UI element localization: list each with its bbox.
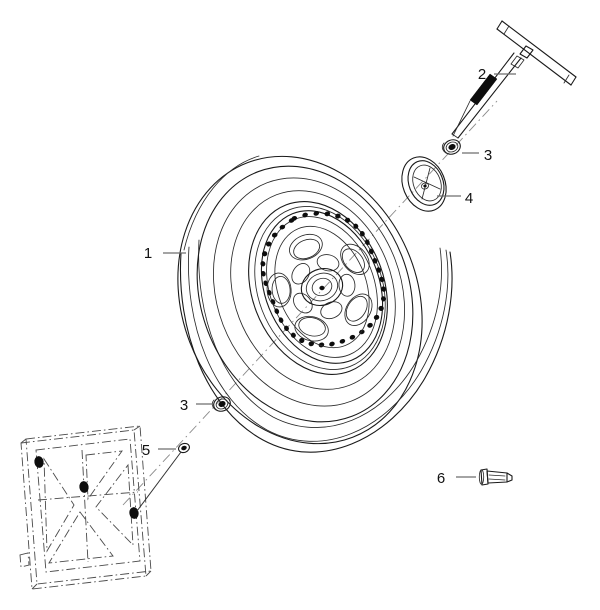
callout-label-2: 2 xyxy=(478,66,486,83)
rim-vent-holes xyxy=(260,211,387,348)
callout-label-5: 5 xyxy=(142,442,150,459)
callout-label-1: 1 xyxy=(144,245,152,262)
wrench-knurled-grip xyxy=(469,73,498,106)
wheel-retainer-cone xyxy=(401,156,447,212)
rim-spoke-pockets xyxy=(266,233,373,342)
callout-label-6: 6 xyxy=(437,470,445,487)
t-handle-wrench xyxy=(451,20,577,139)
callout-label-4: 4 xyxy=(465,190,473,207)
tire-body xyxy=(177,155,453,453)
callout-label-3-upper: 3 xyxy=(484,147,492,164)
callout-number-labels: 1 2 3 4 3 5 6 xyxy=(142,66,492,487)
wheel-carrier-bracket xyxy=(19,425,152,590)
washer-upper xyxy=(441,139,461,155)
wheel-rim-face xyxy=(260,210,387,364)
bracket-cutouts xyxy=(43,450,134,564)
callout-label-3-lower: 3 xyxy=(180,397,188,414)
mounting-bolt xyxy=(478,468,513,486)
spare-tire-and-wheel-assembly xyxy=(177,155,453,453)
bracket-mounting-holes xyxy=(34,456,139,519)
wrench-junction-collar xyxy=(510,45,534,69)
spacer-ring xyxy=(178,442,190,454)
callout-leader-lines xyxy=(136,73,516,512)
washer-lower xyxy=(211,396,231,412)
leader-line-bracket-hole xyxy=(136,451,182,512)
wrench-cross-bar xyxy=(496,20,577,86)
wrench-shaft-tip xyxy=(452,100,471,137)
wheel-hub-center xyxy=(300,267,344,307)
